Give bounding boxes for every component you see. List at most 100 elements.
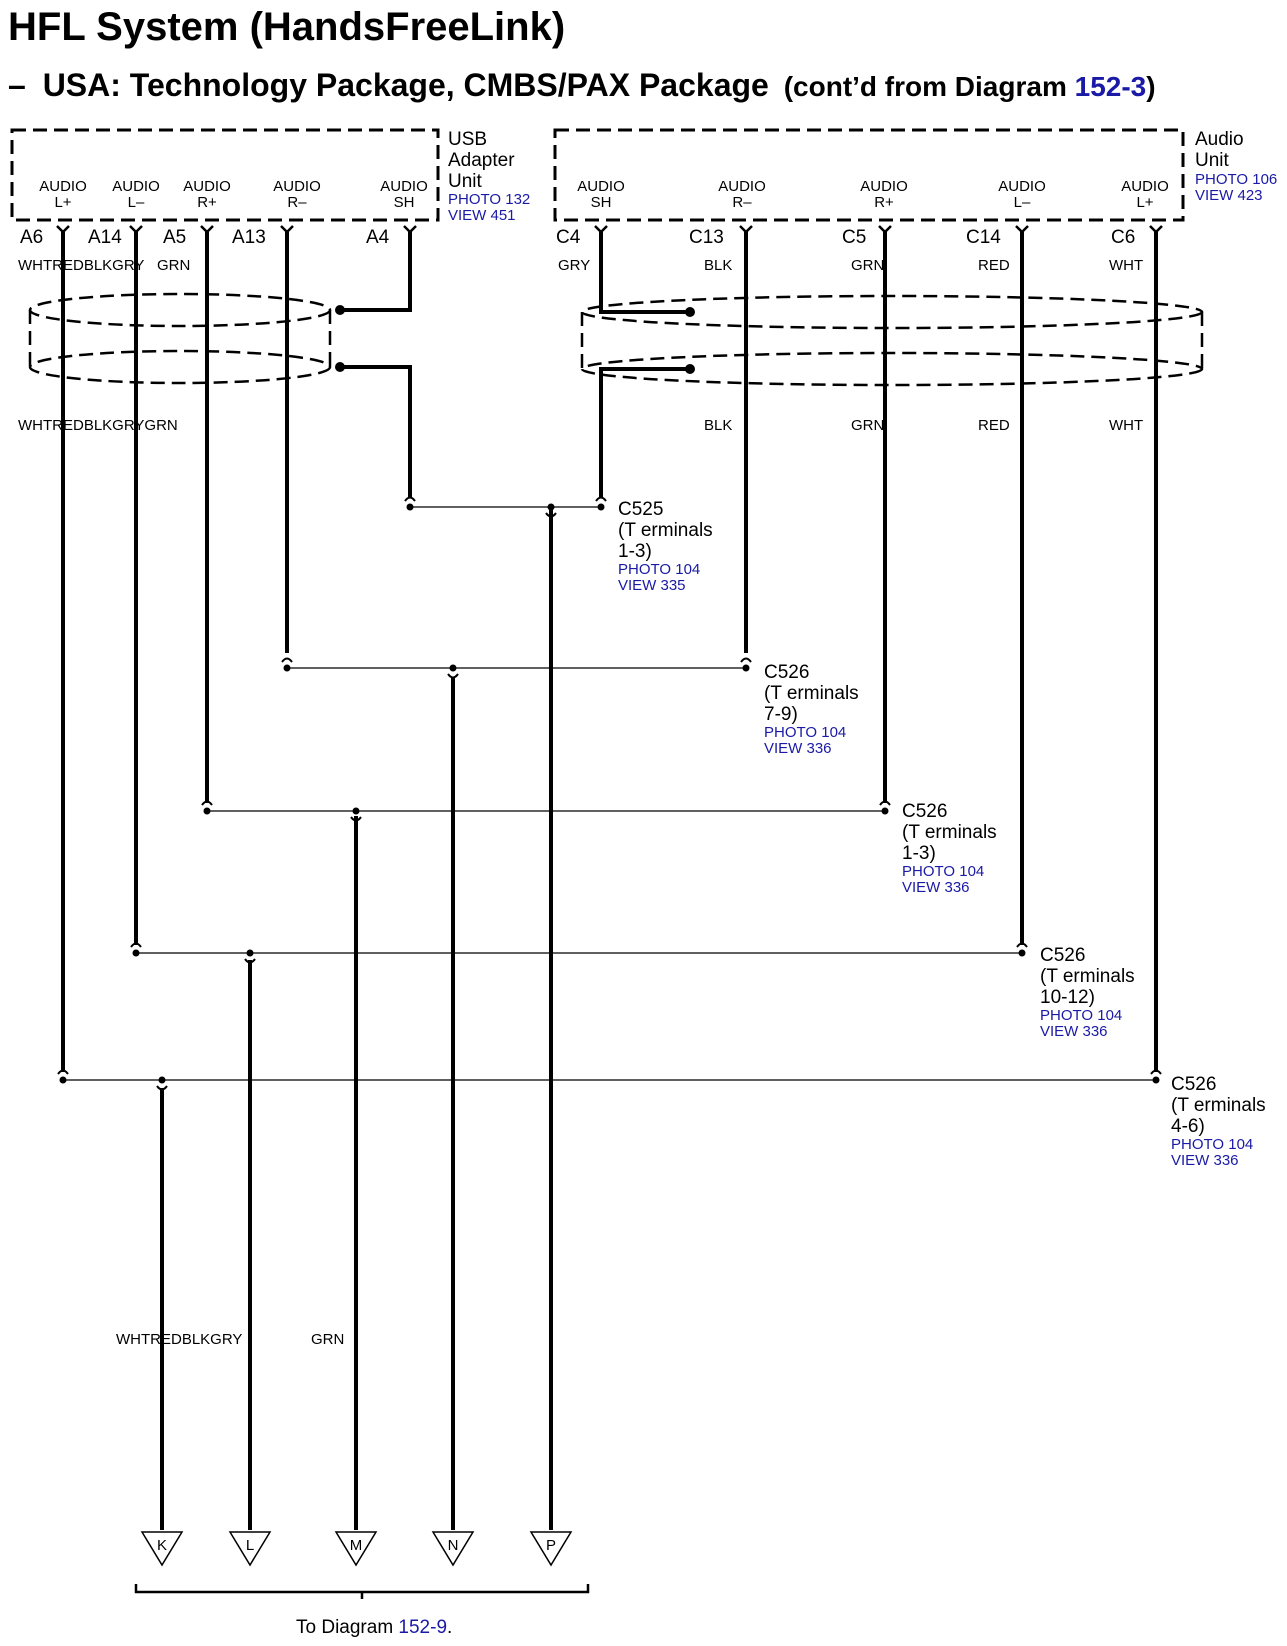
contd-close: ) [1146, 71, 1155, 102]
usb-photo-ref[interactable]: PHOTO 132 [448, 191, 530, 208]
audio-terminal-top: AUDIO [860, 178, 908, 195]
pin-label: A14 [88, 227, 122, 248]
footer-ref-link[interactable]: 152-9 [398, 1617, 447, 1638]
pin-label: A6 [20, 227, 43, 248]
usb-terminal-bottom: L+ [54, 194, 71, 211]
view-ref[interactable]: VIEW 336 [764, 740, 832, 757]
arrow-labels: K L M N P [157, 1537, 556, 1554]
wire-color-label: RED [978, 257, 1010, 274]
audio-unit-label: Audio Unit PHOTO 106 VIEW 423 [1195, 129, 1277, 204]
photo-ref[interactable]: PHOTO 104 [1040, 1007, 1122, 1024]
usb-terminal-top: AUDIO [183, 178, 231, 195]
audio-terminal-top: AUDIO [718, 178, 766, 195]
connector-c526-1-3: C526 (T erminals 1-3) PHOTO 104 VIEW 336 [902, 801, 997, 896]
wire-usb-drain [340, 365, 412, 497]
svg-text:(T erminals: (T erminals [902, 822, 997, 843]
wire-usb-sh [340, 232, 412, 312]
wire-color-label: WHTREDBLKGRYGRN [18, 417, 178, 434]
svg-text:(T erminals: (T erminals [764, 683, 859, 704]
photo-ref[interactable]: PHOTO 104 [902, 863, 984, 880]
svg-text:10-12): 10-12) [1040, 987, 1095, 1008]
svg-text:C526: C526 [1171, 1074, 1216, 1095]
svg-text:1-3): 1-3) [618, 541, 652, 562]
view-ref[interactable]: VIEW 336 [1040, 1023, 1108, 1040]
usb-terminal-bottom: SH [394, 194, 415, 211]
svg-text:USB: USB [448, 129, 487, 150]
wire-color-label: GRN [851, 417, 884, 434]
svg-text:C526: C526 [1040, 945, 1085, 966]
wire-color-label: GRN [851, 257, 884, 274]
pin-label: C5 [842, 227, 866, 248]
pin-label: C6 [1111, 227, 1135, 248]
svg-text:(T erminals: (T erminals [1040, 966, 1135, 987]
audio-view-ref[interactable]: VIEW 423 [1195, 187, 1263, 204]
arrow-label: L [246, 1537, 254, 1554]
audio-terminal-top: AUDIO [998, 178, 1046, 195]
arrow-K[interactable] [140, 1531, 184, 1567]
svg-text:Unit: Unit [448, 171, 483, 192]
wire-color-label: WHT [1109, 417, 1143, 434]
audio-terminal-top: AUDIO [577, 178, 625, 195]
usb-terminal-top: AUDIO [112, 178, 160, 195]
usb-terminal-bottom: L– [128, 194, 145, 211]
wire-color-labels: WHTREDBLKGRY GRN WHTREDBLKGRYGRN GRY BLK… [18, 257, 1143, 1348]
audio-terminal-top: AUDIO [1121, 178, 1169, 195]
photo-ref[interactable]: PHOTO 104 [1171, 1136, 1253, 1153]
arrow-L[interactable] [228, 1531, 272, 1567]
wires [61, 232, 1158, 1530]
view-ref[interactable]: VIEW 336 [1171, 1152, 1239, 1169]
arrow-N[interactable] [431, 1531, 475, 1567]
audio-terminal-labels: AUDIO SH AUDIO R– AUDIO R+ AUDIO L– AUDI… [577, 178, 1169, 211]
svg-text:Adapter: Adapter [448, 150, 515, 171]
contd-text: (cont’d from Diagram [784, 71, 1075, 102]
usb-adapter-label: USB Adapter Unit PHOTO 132 VIEW 451 [448, 129, 530, 224]
wire-audio-sh [599, 232, 690, 314]
arrow-label: K [157, 1537, 167, 1554]
audio-terminal-bottom: L– [1014, 194, 1031, 211]
pin-label: A13 [232, 227, 266, 248]
footer-text: To Diagram 152-9. [296, 1617, 452, 1638]
wire-color-label: GRN [311, 1331, 344, 1348]
svg-text:C526: C526 [902, 801, 947, 822]
photo-ref[interactable]: PHOTO 104 [618, 561, 700, 578]
wire-audio-drain [599, 367, 690, 497]
pin-label: C4 [556, 227, 581, 248]
svg-text:Unit: Unit [1195, 150, 1230, 171]
usb-pin-labels: A6 A14 A5 A13 A4 [20, 227, 390, 248]
usb-terminal-top: AUDIO [380, 178, 428, 195]
view-ref[interactable]: VIEW 335 [618, 577, 686, 594]
arrow-label: N [448, 1537, 459, 1554]
svg-text:(T erminals: (T erminals [1171, 1095, 1266, 1116]
connector-c525: C525 (T erminals 1-3) PHOTO 104 VIEW 335 [618, 499, 713, 594]
contd-ref-link[interactable]: 152-3 [1075, 71, 1147, 102]
usb-view-ref[interactable]: VIEW 451 [448, 207, 516, 224]
arrow-M[interactable] [334, 1531, 378, 1567]
page-title: HFL System (HandsFreeLink) [8, 5, 565, 49]
audio-photo-ref[interactable]: PHOTO 106 [1195, 171, 1277, 188]
usb-terminal-labels: AUDIO L+ AUDIO L– AUDIO R+ AUDIO R– AUDI… [39, 178, 428, 211]
usb-shield [28, 292, 332, 385]
connector-c526-10-12: C526 (T erminals 10-12) PHOTO 104 VIEW 3… [1040, 945, 1135, 1040]
connector-c526-4-6: C526 (T erminals 4-6) PHOTO 104 VIEW 336 [1171, 1074, 1266, 1169]
audio-pin-labels: C4 C13 C5 C14 C6 [556, 227, 1135, 248]
wire-color-label: BLK [704, 257, 732, 274]
connector-lines [63, 506, 1156, 1081]
continuation-arrows [140, 1531, 573, 1567]
bottom-bracket [134, 1584, 590, 1599]
photo-ref[interactable]: PHOTO 104 [764, 724, 846, 741]
arrow-label: M [350, 1537, 363, 1554]
audio-terminal-bottom: R– [732, 194, 752, 211]
junction-dots [335, 305, 695, 374]
arrow-label: P [546, 1537, 556, 1554]
arrow-P[interactable] [529, 1531, 573, 1567]
connector-terminals [57, 496, 1162, 1091]
pin-label: C13 [689, 227, 724, 248]
wire-color-label: WHTREDBLKGRY [116, 1331, 242, 1348]
usb-terminal-top: AUDIO [39, 178, 87, 195]
wire-color-label: BLK [704, 417, 732, 434]
view-ref[interactable]: VIEW 336 [902, 879, 970, 896]
audio-terminal-bottom: R+ [874, 194, 894, 211]
svg-text:C526: C526 [764, 662, 809, 683]
svg-text:Audio: Audio [1195, 129, 1244, 150]
